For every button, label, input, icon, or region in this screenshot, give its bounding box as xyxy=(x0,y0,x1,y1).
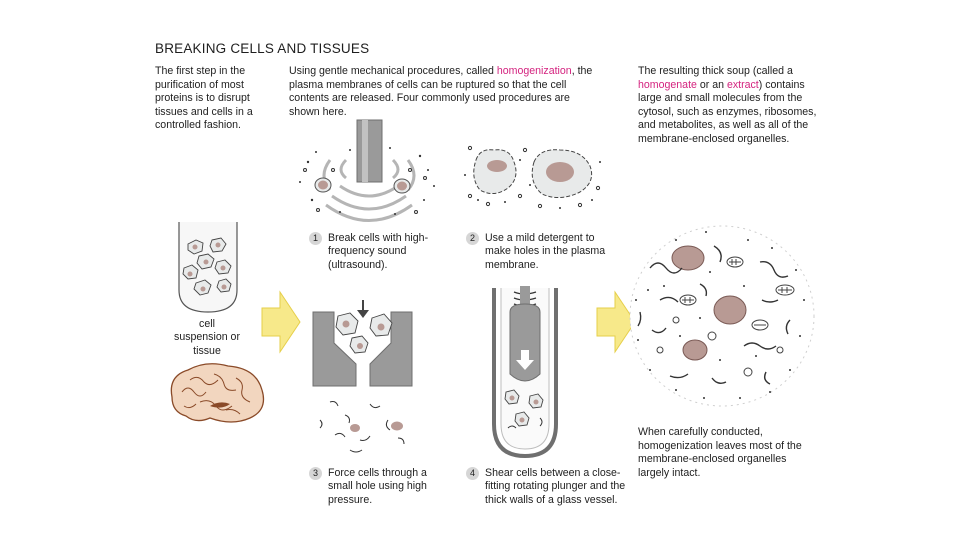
step-2-text: Use a mild detergent to make holes in th… xyxy=(485,232,606,271)
middle-text-after: , the plasma membranes of cells can be r… xyxy=(289,65,593,118)
plunger-vessel-illustration xyxy=(492,286,558,459)
test-tube-illustration xyxy=(178,222,238,313)
step-1-text: Break cells with high-frequency sound (u… xyxy=(328,232,429,271)
step-2-number: 2 xyxy=(466,232,479,245)
step-3-text: Force cells through a small hole using h… xyxy=(328,467,427,506)
intro-text: The first step in the purification of mo… xyxy=(155,65,253,132)
bottom-note: When carefully conducted, homogenization… xyxy=(638,426,802,479)
middle-text-before: Using gentle mechanical procedures, call… xyxy=(289,65,497,77)
homogenate-description: The resulting thick soup (called a homog… xyxy=(638,65,823,147)
term-homogenate: homogenate xyxy=(638,78,697,91)
step-2: 2 Use a mild detergent to make holes in … xyxy=(466,232,616,272)
step-1: 1 Break cells with high-frequency sound … xyxy=(309,232,449,272)
step-4-number: 4 xyxy=(466,467,479,480)
term-extract: extract xyxy=(726,78,759,91)
step-3: 3 Force cells through a small hole using… xyxy=(309,467,449,507)
homogenate-illustration xyxy=(629,225,815,407)
right-text-before: The resulting thick soup (called a xyxy=(638,65,793,77)
step-1-number: 1 xyxy=(309,232,322,245)
homogenization-description: Using gentle mechanical procedures, call… xyxy=(289,65,599,119)
pressure-press-illustration xyxy=(312,300,413,453)
brain-tissue-illustration xyxy=(170,363,265,423)
detergent-illustration xyxy=(464,145,601,209)
step-3-number: 3 xyxy=(309,467,322,480)
right-text-after: ) contains large and small molecules fro… xyxy=(638,78,817,145)
flow-arrow-left xyxy=(261,290,301,354)
right-text-middle: or an xyxy=(696,78,727,91)
ultrasound-illustration xyxy=(299,119,435,222)
step-4-text: Shear cells between a close-fitting rota… xyxy=(485,467,626,506)
term-homogenization: homogenization xyxy=(496,65,572,77)
flow-arrow-right xyxy=(596,290,636,354)
cell-suspension-label: cell suspension or tissue xyxy=(174,318,240,357)
figure-title: BREAKING CELLS AND TISSUES xyxy=(155,41,370,56)
step-4: 4 Shear cells between a close-fitting ro… xyxy=(466,467,626,523)
